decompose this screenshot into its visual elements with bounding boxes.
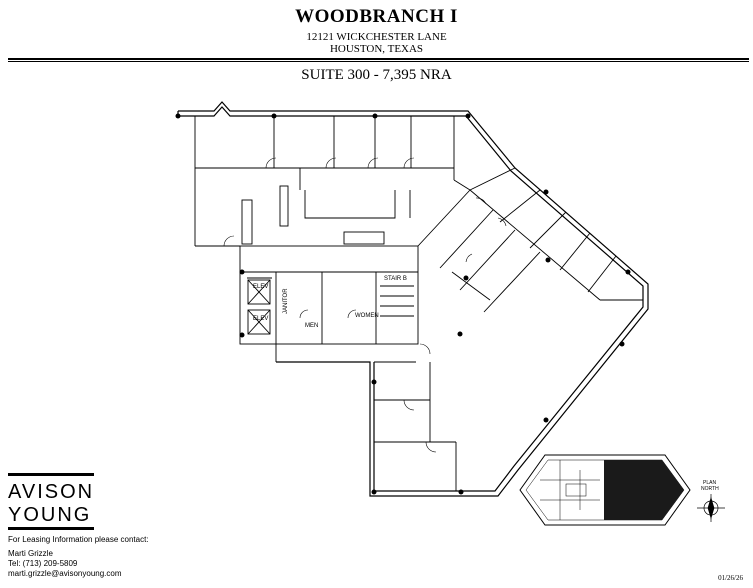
- exterior-walls: [177, 101, 649, 497]
- building-street: 12121 WICKCHESTER LANE: [306, 31, 447, 43]
- building-name: WOODBRANCH I: [295, 6, 458, 27]
- men-restroom-label: MEN: [305, 323, 319, 329]
- suite-title: SUITE 300 - 7,395 NRA: [301, 67, 452, 83]
- north-arrow-top-label: PLAN: [703, 480, 717, 486]
- logo-top-bar: [8, 473, 94, 476]
- women-restroom-label: WOMEN: [355, 313, 379, 319]
- contact-intro: For Leasing Information please contact:: [8, 535, 149, 544]
- door-swings: [223, 157, 507, 453]
- janitor-label: JANITOR: [283, 288, 289, 314]
- logo-bottom-bar: [8, 527, 94, 530]
- stair-label: STAIR B: [384, 276, 407, 282]
- key-plan: [519, 454, 691, 526]
- elevator-label-1: ELEV: [253, 284, 269, 290]
- header-rule: [8, 58, 749, 60]
- columns: [175, 113, 631, 495]
- elevator-label-2: ELEV: [253, 316, 269, 322]
- logo-line-2: YOUNG: [8, 504, 92, 526]
- contact-email[interactable]: marti.grizzle@avisonyoung.com: [8, 569, 122, 578]
- north-arrow-bottom-label: NORTH: [701, 486, 719, 492]
- north-arrow-icon: [697, 494, 725, 522]
- interior-walls: [194, 116, 643, 491]
- key-plan-suite-highlight: [604, 460, 684, 520]
- contact-name: Marti Grizzle: [8, 549, 53, 558]
- logo-line-1: AVISON: [8, 481, 95, 503]
- contact-phone: Tel: (713) 209-5809: [8, 559, 78, 568]
- building-city: HOUSTON, TEXAS: [329, 43, 424, 55]
- plan-date: 01/26/26: [718, 574, 743, 582]
- header-rule-thin: [8, 61, 749, 62]
